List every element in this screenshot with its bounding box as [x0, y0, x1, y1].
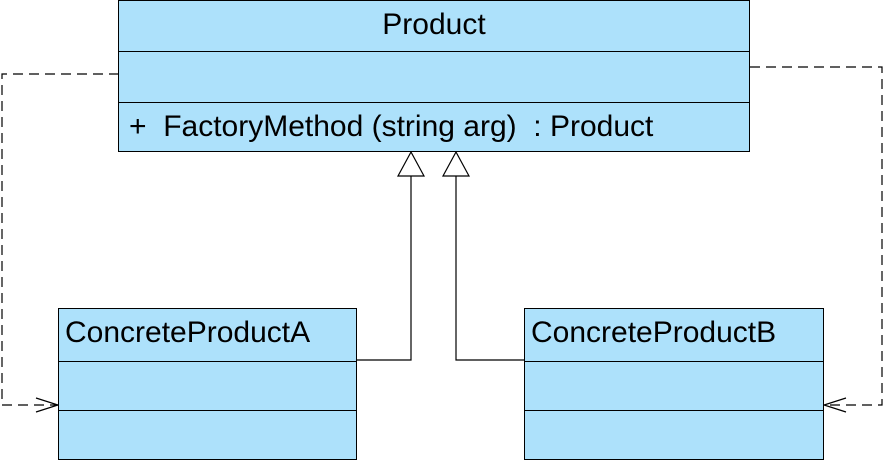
class-concrete-product-a[interactable]: ConcreteProductA [58, 308, 357, 460]
class-concrete-product-b[interactable]: ConcreteProductB [524, 308, 824, 460]
class-concrete-product-b-operations-compartment [525, 410, 823, 459]
class-product-name-compartment: Product [119, 1, 749, 51]
generalization-arrowhead-a [396, 150, 426, 177]
class-product-operation: + FactoryMethod (string arg) : Product [129, 110, 654, 143]
dependency-line-b [750, 66, 883, 406]
class-concrete-product-b-attributes-compartment [525, 361, 823, 410]
class-concrete-product-a-name-compartment: ConcreteProductA [59, 309, 356, 361]
class-product-attributes-compartment [119, 51, 749, 102]
class-concrete-product-b-name: ConcreteProductB [531, 316, 777, 349]
class-product-operations-compartment: + FactoryMethod (string arg) : Product [119, 102, 749, 151]
class-concrete-product-b-name-compartment: ConcreteProductB [525, 309, 823, 361]
class-product-name: Product [382, 8, 486, 41]
class-concrete-product-a-operations-compartment [59, 410, 356, 459]
class-concrete-product-a-name: ConcreteProductA [65, 316, 311, 349]
generalization-line-a [356, 176, 412, 361]
class-concrete-product-a-attributes-compartment [59, 361, 356, 410]
class-product[interactable]: Product + FactoryMethod (string arg) : P… [118, 0, 750, 152]
generalization-line-b [455, 176, 524, 361]
dependency-arrowhead-b [822, 397, 847, 413]
generalization-arrowhead-b [441, 150, 471, 177]
